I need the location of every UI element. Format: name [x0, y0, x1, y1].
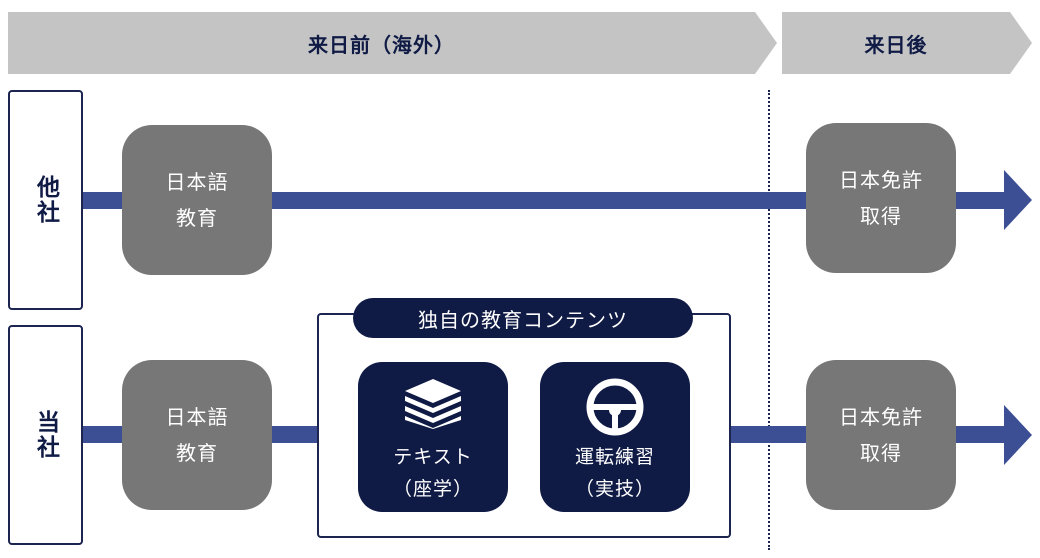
step-text-line1: 日本語 [165, 170, 229, 194]
row-label-other: 他社 [8, 90, 83, 310]
flow-arrowhead-other [1004, 170, 1032, 230]
books-icon [405, 379, 461, 429]
phase-before-label: 来日前（海外） [308, 32, 455, 57]
step-japanese-education-other: 日本語 教育 [122, 125, 272, 275]
flow-arrowhead-ours [1004, 405, 1032, 465]
steering-wheel-icon [586, 378, 644, 436]
step-text-line2: 教育 [176, 206, 218, 230]
step-text-line1: 日本語 [165, 405, 229, 429]
step-text-line2: 取得 [860, 441, 902, 465]
step-license-other: 日本免許 取得 [806, 123, 956, 273]
textbook-card: テキスト （座学） [358, 362, 508, 512]
step-text-line2: 取得 [860, 204, 902, 228]
driving-card-subtitle: （実技） [574, 478, 655, 500]
arrival-divider [768, 90, 770, 550]
step-text-line1: 日本免許 [839, 405, 923, 429]
textbook-card-title: テキスト [393, 446, 473, 468]
step-text-line1: 日本免許 [839, 168, 923, 192]
phase-before-arrow [8, 12, 777, 74]
step-japanese-education-ours: 日本語 教育 [122, 360, 272, 510]
textbook-card-subtitle: （座学） [392, 478, 473, 500]
step-text-line2: 教育 [176, 441, 218, 465]
row-label-ours: 当社 [8, 325, 83, 545]
original-content-title: 独自の教育コンテンツ [353, 298, 693, 338]
row-label-ours-text: 当社 [32, 410, 59, 460]
phase-after-arrow [782, 12, 1032, 74]
row-label-other-text: 他社 [32, 175, 59, 225]
flow-line-other [83, 192, 1008, 209]
driving-practice-card: 運転練習 （実技） [540, 362, 690, 512]
driving-card-title: 運転練習 [574, 446, 655, 468]
phase-after-label: 来日後 [864, 32, 928, 57]
step-license-ours: 日本免許 取得 [806, 360, 956, 510]
phase-arrows [8, 12, 1032, 74]
